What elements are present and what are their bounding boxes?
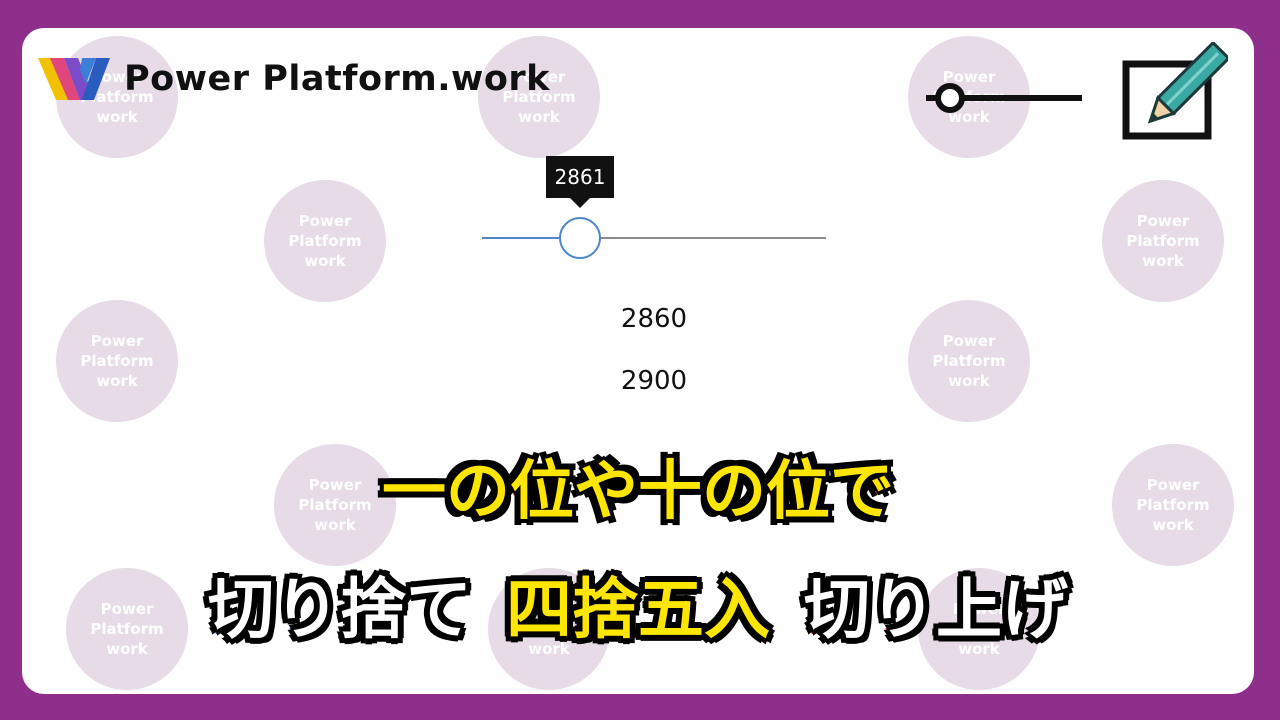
slider-fill bbox=[482, 237, 580, 239]
slider-rail[interactable] bbox=[482, 237, 826, 239]
watermark-circle: Power Platform work bbox=[56, 300, 178, 422]
brand-name: Power Platform.work bbox=[124, 59, 550, 99]
headline-round-half-up: 四捨五入 bbox=[504, 569, 773, 651]
watermark-circle: Power Platform work bbox=[908, 300, 1030, 422]
watermark-circle: Power Platform work bbox=[1112, 444, 1234, 566]
headline-line-1: 一の位や十の位で bbox=[380, 453, 897, 532]
thumbnail-card: Power Platform work Power Platform work … bbox=[22, 28, 1254, 694]
rounded-down-value: 2860 bbox=[620, 304, 688, 334]
watermark-circle: Power Platform work bbox=[478, 36, 600, 158]
headline-line-2: 切り捨て 四捨五入 切り上げ bbox=[22, 556, 1254, 652]
watermark-circle: Power Platform work bbox=[488, 568, 610, 690]
brand: Power Platform.work bbox=[38, 54, 550, 104]
watermark-circle: Power Platform work bbox=[1102, 180, 1224, 302]
watermark-circle: Power Platform work bbox=[264, 180, 386, 302]
power-platform-logo-icon bbox=[38, 58, 110, 100]
slider-value-tooltip: 2861 bbox=[546, 156, 614, 208]
watermark-circle: Power Platform work bbox=[918, 568, 1040, 690]
rounded-up-value: 2900 bbox=[620, 366, 688, 396]
slider-icon bbox=[926, 83, 1082, 113]
headline-round-down: 切り捨て bbox=[206, 569, 475, 651]
edit-pencil-icon[interactable] bbox=[1120, 42, 1228, 142]
watermark-circle: Power Platform work bbox=[66, 568, 188, 690]
slider-thumb[interactable] bbox=[559, 217, 601, 259]
watermark-circle: Power Platform work bbox=[274, 444, 396, 566]
value-slider[interactable]: 2861 bbox=[482, 156, 826, 259]
headline-round-up: 切り上げ bbox=[802, 569, 1071, 651]
